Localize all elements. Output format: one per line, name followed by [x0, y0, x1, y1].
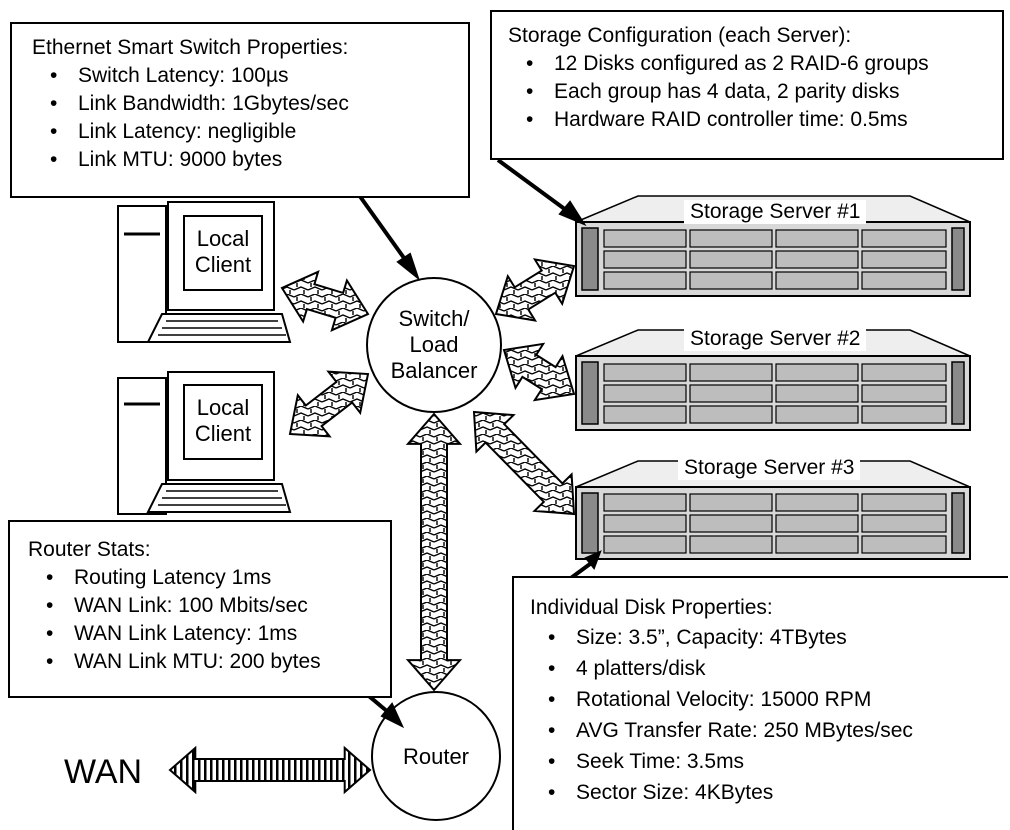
- list-item: Link Bandwidth: 1Gbytes/sec: [50, 90, 468, 118]
- storage-configuration-list: 12 Disks configured as 2 RAID-6 groups E…: [508, 50, 1002, 134]
- list-item: Switch Latency: 100µs: [50, 62, 468, 90]
- switch-properties-title: Ethernet Smart Switch Properties:: [32, 36, 349, 59]
- list-item: WAN Link Latency: 1ms: [46, 620, 390, 648]
- client1-switch-link: [280, 269, 370, 333]
- router-stats-title: Router Stats:: [28, 538, 151, 561]
- switch-properties-list: Switch Latency: 100µs Link Bandwidth: 1G…: [32, 62, 468, 174]
- switch-server2-link: [502, 342, 576, 402]
- switch-label: Switch/ Load Balancer: [390, 306, 478, 383]
- list-item: Size: 3.5”, Capacity: 4TBytes: [548, 624, 1008, 652]
- list-item: 4 platters/disk: [548, 655, 1008, 683]
- server-label-3: Storage Server #3: [678, 456, 861, 480]
- wan-router-link: [168, 745, 372, 795]
- switch-server1-link: [494, 258, 576, 322]
- list-item: Link Latency: negligible: [50, 118, 468, 146]
- storage-configuration-title: Storage Configuration (each Server):: [508, 24, 852, 47]
- switch-circle: [366, 277, 502, 413]
- switch-server3-link: [472, 410, 576, 516]
- router-circle: [371, 691, 501, 821]
- switch-router-link: [405, 412, 463, 692]
- list-item: Hardware RAID controller time: 0.5ms: [526, 106, 1002, 134]
- client-label-1: Local Client: [194, 226, 252, 277]
- server-label-1: Storage Server #1: [684, 200, 867, 224]
- router-stats-list: Routing Latency 1ms WAN Link: 100 Mbits/…: [28, 564, 390, 676]
- list-item: Routing Latency 1ms: [46, 564, 390, 592]
- list-item: Sector Size: 4KBytes: [548, 779, 1008, 807]
- connection-arrows: [168, 258, 576, 795]
- list-item: 12 Disks configured as 2 RAID-6 groups: [526, 50, 1002, 78]
- server-label-2: Storage Server #2: [684, 327, 867, 351]
- router-label: Router: [402, 744, 470, 769]
- local-client-computer-2: [117, 371, 292, 515]
- list-item: Rotational Velocity: 15000 RPM: [548, 686, 1008, 714]
- list-item: Seek Time: 3.5ms: [548, 748, 1008, 776]
- wan-label: WAN: [64, 753, 143, 791]
- list-item: Each group has 4 data, 2 parity disks: [526, 78, 1002, 106]
- local-client-computer-1: [117, 201, 292, 343]
- storage-server-2: [575, 329, 971, 431]
- client2-switch-link: [288, 370, 370, 438]
- storage-configuration-box: Storage Configuration (each Server): 12 …: [490, 10, 1004, 160]
- disk-properties-box: Individual Disk Properties: Size: 3.5”, …: [512, 576, 1008, 830]
- disk-properties-list: Size: 3.5”, Capacity: 4TBytes 4 platters…: [530, 624, 1008, 807]
- switch-properties-box: Ethernet Smart Switch Properties: Switch…: [10, 22, 470, 198]
- list-item: Link MTU: 9000 bytes: [50, 146, 468, 174]
- storage-server-1: [575, 195, 971, 297]
- storage-callout-arrow: [496, 158, 568, 212]
- disk-properties-title: Individual Disk Properties:: [530, 596, 773, 619]
- list-item: AVG Transfer Rate: 250 MBytes/sec: [548, 717, 1008, 745]
- list-item: WAN Link: 100 Mbits/sec: [46, 592, 390, 620]
- router-stats-box: Router Stats: Routing Latency 1ms WAN Li…: [8, 520, 392, 698]
- client-label-2: Local Client: [194, 395, 252, 446]
- list-item: WAN Link MTU: 200 bytes: [46, 648, 390, 676]
